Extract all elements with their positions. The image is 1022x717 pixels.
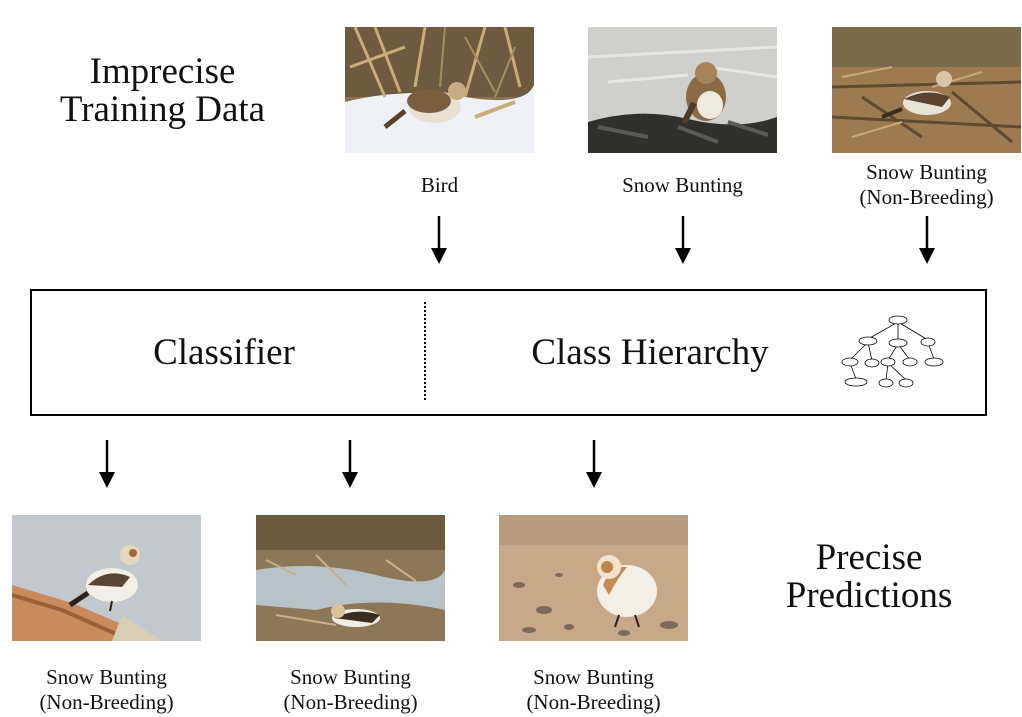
training-label-line-1: Snow Bunting [866,160,987,184]
prediction-label-1: Snow Bunting (Non-Breeding) [0,665,213,715]
arrow-down-icon [584,440,604,488]
precise-predictions-heading: Precise Predictions [755,539,983,615]
box-divider [424,302,426,400]
prediction-image-1 [12,515,201,641]
predictions-heading-line-1: Precise [815,537,923,578]
prediction-label-2-line-2: (Non-Breeding) [283,690,418,714]
class-hierarchy-label: Class Hierarchy [531,332,769,373]
training-image-snow-bunting [588,27,777,153]
arrow-down-icon [673,216,693,264]
model-box [30,289,987,416]
prediction-label-2: Snow Bunting (Non-Breeding) [244,665,457,715]
training-label-non-breeding: Snow Bunting (Non-Breeding) [820,160,1022,210]
training-image-bird [345,27,534,153]
training-heading-line-1: Imprecise [89,51,236,92]
prediction-image-2 [256,515,445,641]
training-label-bird: Bird [420,173,459,197]
predictions-heading-line-2: Predictions [785,575,953,616]
prediction-label-3-line-1: Snow Bunting [533,665,654,689]
training-image-non-breeding [832,27,1021,153]
training-label-snow-bunting: Snow Bunting [622,173,743,197]
prediction-label-1-line-2: (Non-Breeding) [39,690,174,714]
training-data-heading: Imprecise Training Data [40,53,285,129]
prediction-image-3 [499,515,688,641]
prediction-label-3-line-2: (Non-Breeding) [526,690,661,714]
arrow-down-icon [97,440,117,488]
training-label-line-2: (Non-Breeding) [859,185,994,209]
prediction-label-3: Snow Bunting (Non-Breeding) [487,665,700,715]
arrow-down-icon [340,440,360,488]
prediction-label-1-line-1: Snow Bunting [46,665,167,689]
arrow-down-icon [429,216,449,264]
prediction-label-2-line-1: Snow Bunting [290,665,411,689]
arrow-down-icon [917,216,937,264]
tree-graph-icon [838,313,946,393]
classifier-label: Classifier [153,332,295,373]
training-heading-line-2: Training Data [59,89,266,130]
